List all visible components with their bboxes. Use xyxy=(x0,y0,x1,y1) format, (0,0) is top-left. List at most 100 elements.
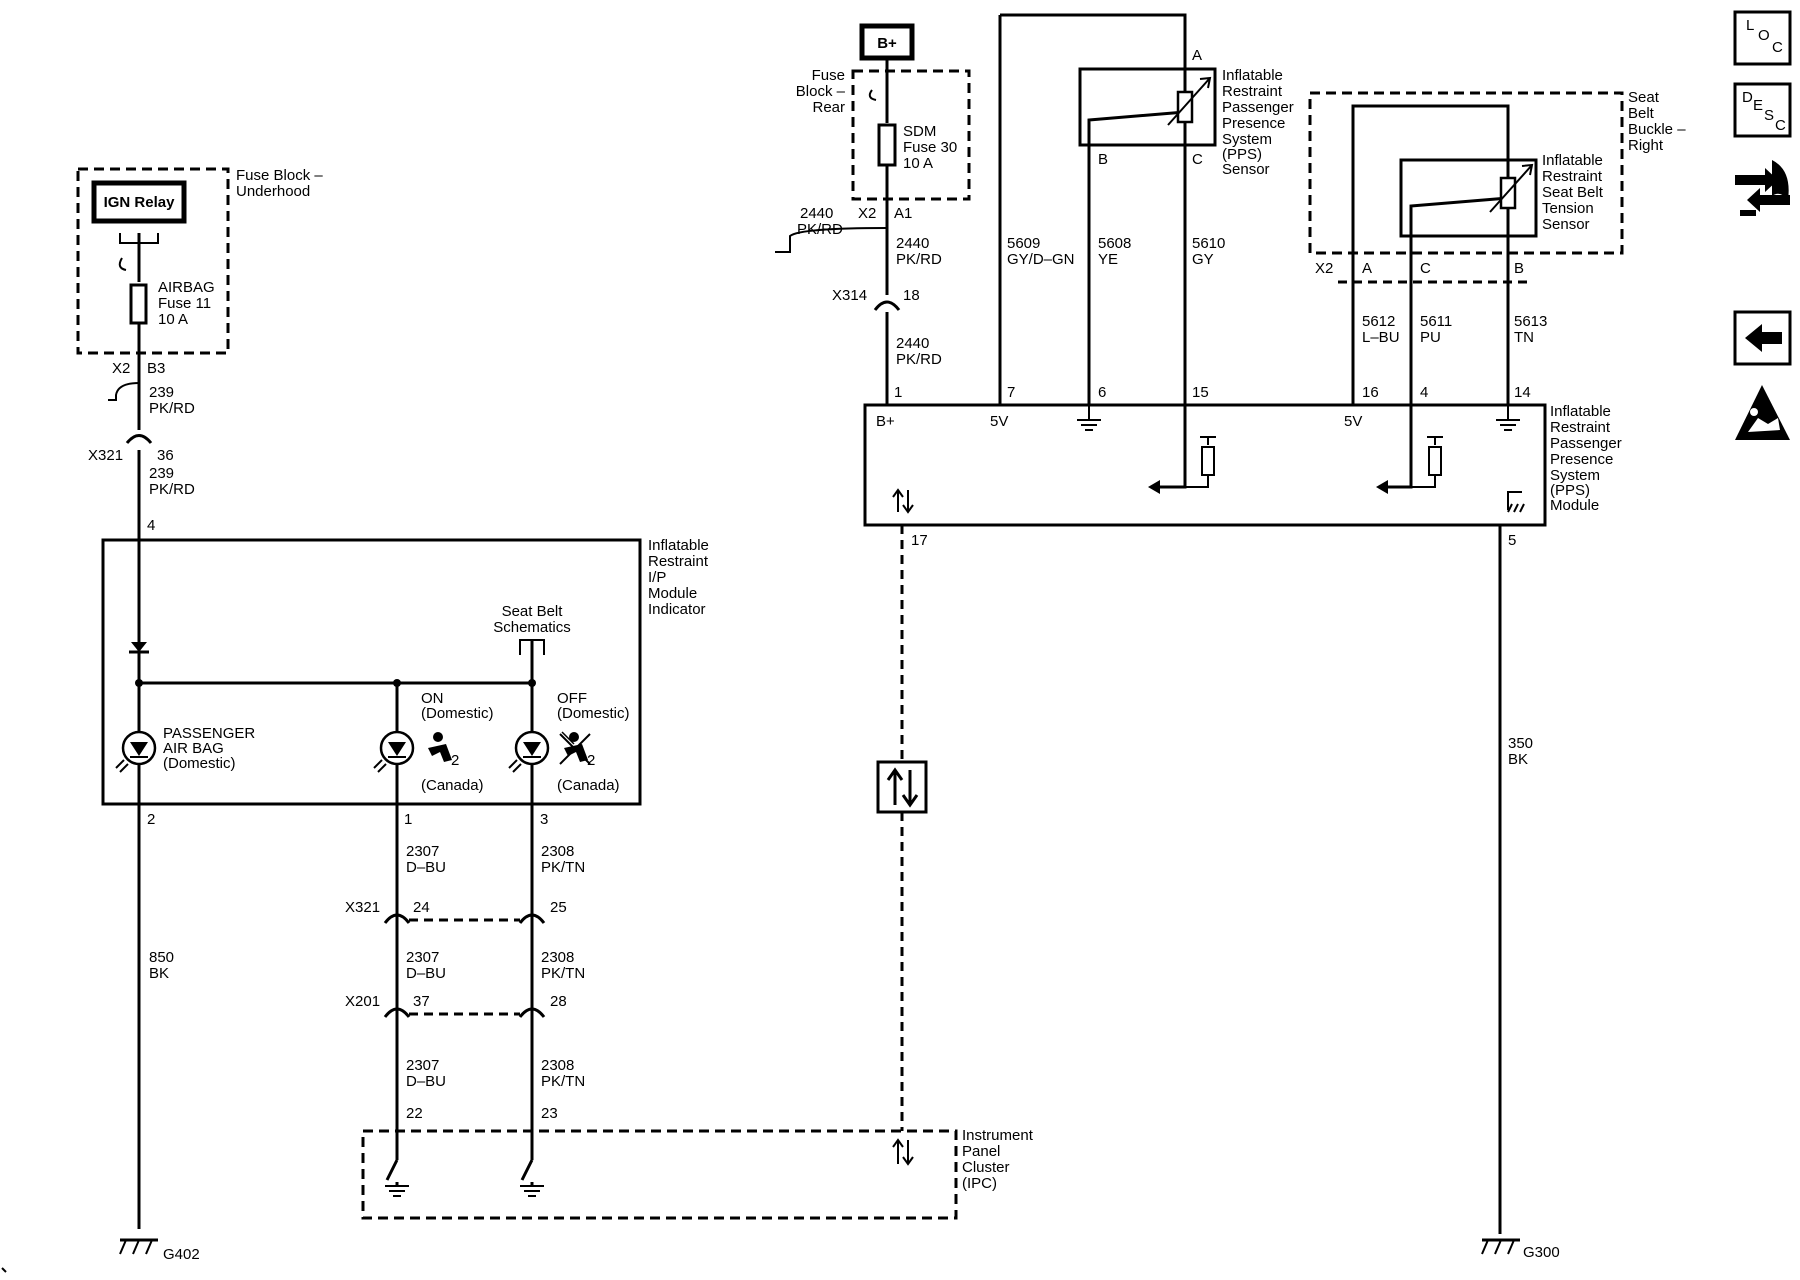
loc-button[interactable]: L O C xyxy=(1733,10,1792,66)
airbag-warning-icon[interactable] xyxy=(1735,385,1790,440)
airbag-fuse-label-3: 10 A xyxy=(158,311,188,328)
connector-x2-buckle: X2 xyxy=(1315,260,1333,277)
wire-239-color-2: PK/RD xyxy=(149,481,195,498)
bplus-supply: B+ xyxy=(859,23,915,78)
loc-letter-c: C xyxy=(1772,39,1783,56)
wire-5609-color: GY/D–GN xyxy=(1007,251,1075,268)
desc-button[interactable]: D E S C xyxy=(1733,82,1792,138)
ip-module-name-3: I/P xyxy=(648,569,666,586)
desc-letter-d: D xyxy=(1742,89,1753,106)
fuse-block-rear: Fuse Block – Rear SDM Fuse 30 10 A xyxy=(796,67,971,201)
wire-2440-num-2: 2440 xyxy=(896,335,929,352)
pin-3: 3 xyxy=(540,811,548,828)
tension-sensor-name-5: Sensor xyxy=(1542,216,1590,233)
pin-37: 37 xyxy=(413,993,430,1010)
pin-a1: A1 xyxy=(894,205,912,222)
connector-x314: X314 xyxy=(832,287,867,304)
pps-module-name-4: Presence xyxy=(1550,451,1613,468)
wire-850-num: 850 xyxy=(149,949,174,966)
module-pin-16: 16 xyxy=(1362,384,1379,401)
connector-x321-upper: X321 xyxy=(88,447,123,464)
wire-239-num-2: 239 xyxy=(149,465,174,482)
pin-25: 25 xyxy=(550,899,567,916)
ground-g402-label: G402 xyxy=(163,1246,200,1263)
pps-module: Inflatable Restraint Passenger Presence … xyxy=(863,403,1622,527)
wire-2307-num-2: 2307 xyxy=(406,949,439,966)
ground-g300: G300 xyxy=(1481,1238,1560,1261)
buckle-name-2: Belt xyxy=(1628,105,1655,122)
pin-b3: B3 xyxy=(147,360,165,377)
pps-module-name-6: (PPS) xyxy=(1550,482,1590,499)
tension-sensor-name-1: Inflatable xyxy=(1542,152,1603,169)
ipc-name-3: Cluster xyxy=(962,1159,1010,1176)
module-pin-4: 4 xyxy=(1420,384,1428,401)
pin-24: 24 xyxy=(413,899,430,916)
wire-5608-color: YE xyxy=(1098,251,1118,268)
connector-x321-lower: X321 xyxy=(345,899,380,916)
module-pin-1: 1 xyxy=(894,384,902,401)
pps-sensor-name-6: (PPS) xyxy=(1222,146,1262,163)
passenger-airbag-label-1: PASSENGER xyxy=(163,725,255,742)
wire-5610-color: GY xyxy=(1192,251,1214,268)
wire-2440-branch-color: PK/RD xyxy=(797,221,843,238)
passenger-airbag-lamp xyxy=(115,730,157,773)
seatbelt-schematics-ref-2[interactable]: Schematics xyxy=(493,619,571,636)
pin-28: 28 xyxy=(550,993,567,1010)
fuse-block-underhood: IGN Relay Fuse Block – Underhood AIRBAG … xyxy=(76,167,323,355)
wire-2308-color-1: PK/TN xyxy=(541,859,585,876)
wire-5608-num: 5608 xyxy=(1098,235,1131,252)
buckle-name-1: Seat xyxy=(1628,89,1660,106)
fuse-block-rear-name-2: Block – xyxy=(796,83,846,100)
module-pin-15: 15 xyxy=(1192,384,1209,401)
wire-2308-num-1: 2308 xyxy=(541,843,574,860)
ground-g300-label: G300 xyxy=(1523,1244,1560,1261)
connector-end-view-icon[interactable] xyxy=(1735,160,1790,216)
wire-2307-color-1: D–BU xyxy=(406,859,446,876)
fuse-block-rear-name-3: Rear xyxy=(812,99,845,116)
buckle-pin-a: A xyxy=(1362,260,1372,277)
wire-5611-color: PU xyxy=(1420,329,1441,346)
passenger-seat-icon-on xyxy=(428,732,452,762)
wire-5612-num: 5612 xyxy=(1362,313,1395,330)
ign-relay-label: IGN Relay xyxy=(104,194,176,211)
on-icon-sub: 2 xyxy=(451,752,459,769)
desc-letter-s: S xyxy=(1764,107,1774,124)
ground-g402: G402 xyxy=(119,1238,200,1263)
wire-5611-num: 5611 xyxy=(1420,313,1452,330)
wire-2308-num-2: 2308 xyxy=(541,949,574,966)
buckle-pin-c: C xyxy=(1420,260,1431,277)
connector-x201: X201 xyxy=(345,993,380,1010)
wire-350-color: BK xyxy=(1508,751,1528,768)
off-label-1: OFF xyxy=(557,690,587,707)
off-label-2: (Domestic) xyxy=(557,705,630,722)
pps-sensor-name-7: Sensor xyxy=(1222,161,1270,178)
module-pin-5: 5 xyxy=(1508,532,1516,549)
desc-letter-c: C xyxy=(1775,117,1786,134)
tension-sensor-name-2: Restraint xyxy=(1542,168,1603,185)
passenger-airbag-label-2: AIR BAG xyxy=(163,740,224,757)
wire-2307-color-3: D–BU xyxy=(406,1073,446,1090)
module-bplus: B+ xyxy=(876,413,895,430)
pps-module-name-1: Inflatable xyxy=(1550,403,1611,420)
sdm-fuse-label-3: 10 A xyxy=(903,155,933,172)
wire-2440-color-2: PK/RD xyxy=(896,351,942,368)
wire-2307-num-1: 2307 xyxy=(406,843,439,860)
wire-239-color-1: PK/RD xyxy=(149,400,195,417)
sensor-pin-a: A xyxy=(1192,47,1202,64)
off-indicator-lamp xyxy=(508,730,550,773)
seatbelt-schematics-ref-1[interactable]: Seat Belt xyxy=(502,603,564,620)
back-arrow-button[interactable] xyxy=(1733,310,1792,366)
buckle-pin-b: B xyxy=(1514,260,1524,277)
serial-data-symbol xyxy=(876,760,928,814)
wire-5610-num: 5610 xyxy=(1192,235,1225,252)
on-label-2: (Domestic) xyxy=(421,705,494,722)
wire-5613-num: 5613 xyxy=(1514,313,1547,330)
ipc-name-2: Panel xyxy=(962,1143,1000,1160)
ip-module-name-4: Module xyxy=(648,585,697,602)
wire-2308-color-3: PK/TN xyxy=(541,1073,585,1090)
module-5v-2: 5V xyxy=(1344,413,1362,430)
sensor-pin-c: C xyxy=(1192,151,1203,168)
sdm-fuse-label-2: Fuse 30 xyxy=(903,139,957,156)
wire-5609-num: 5609 xyxy=(1007,235,1040,252)
